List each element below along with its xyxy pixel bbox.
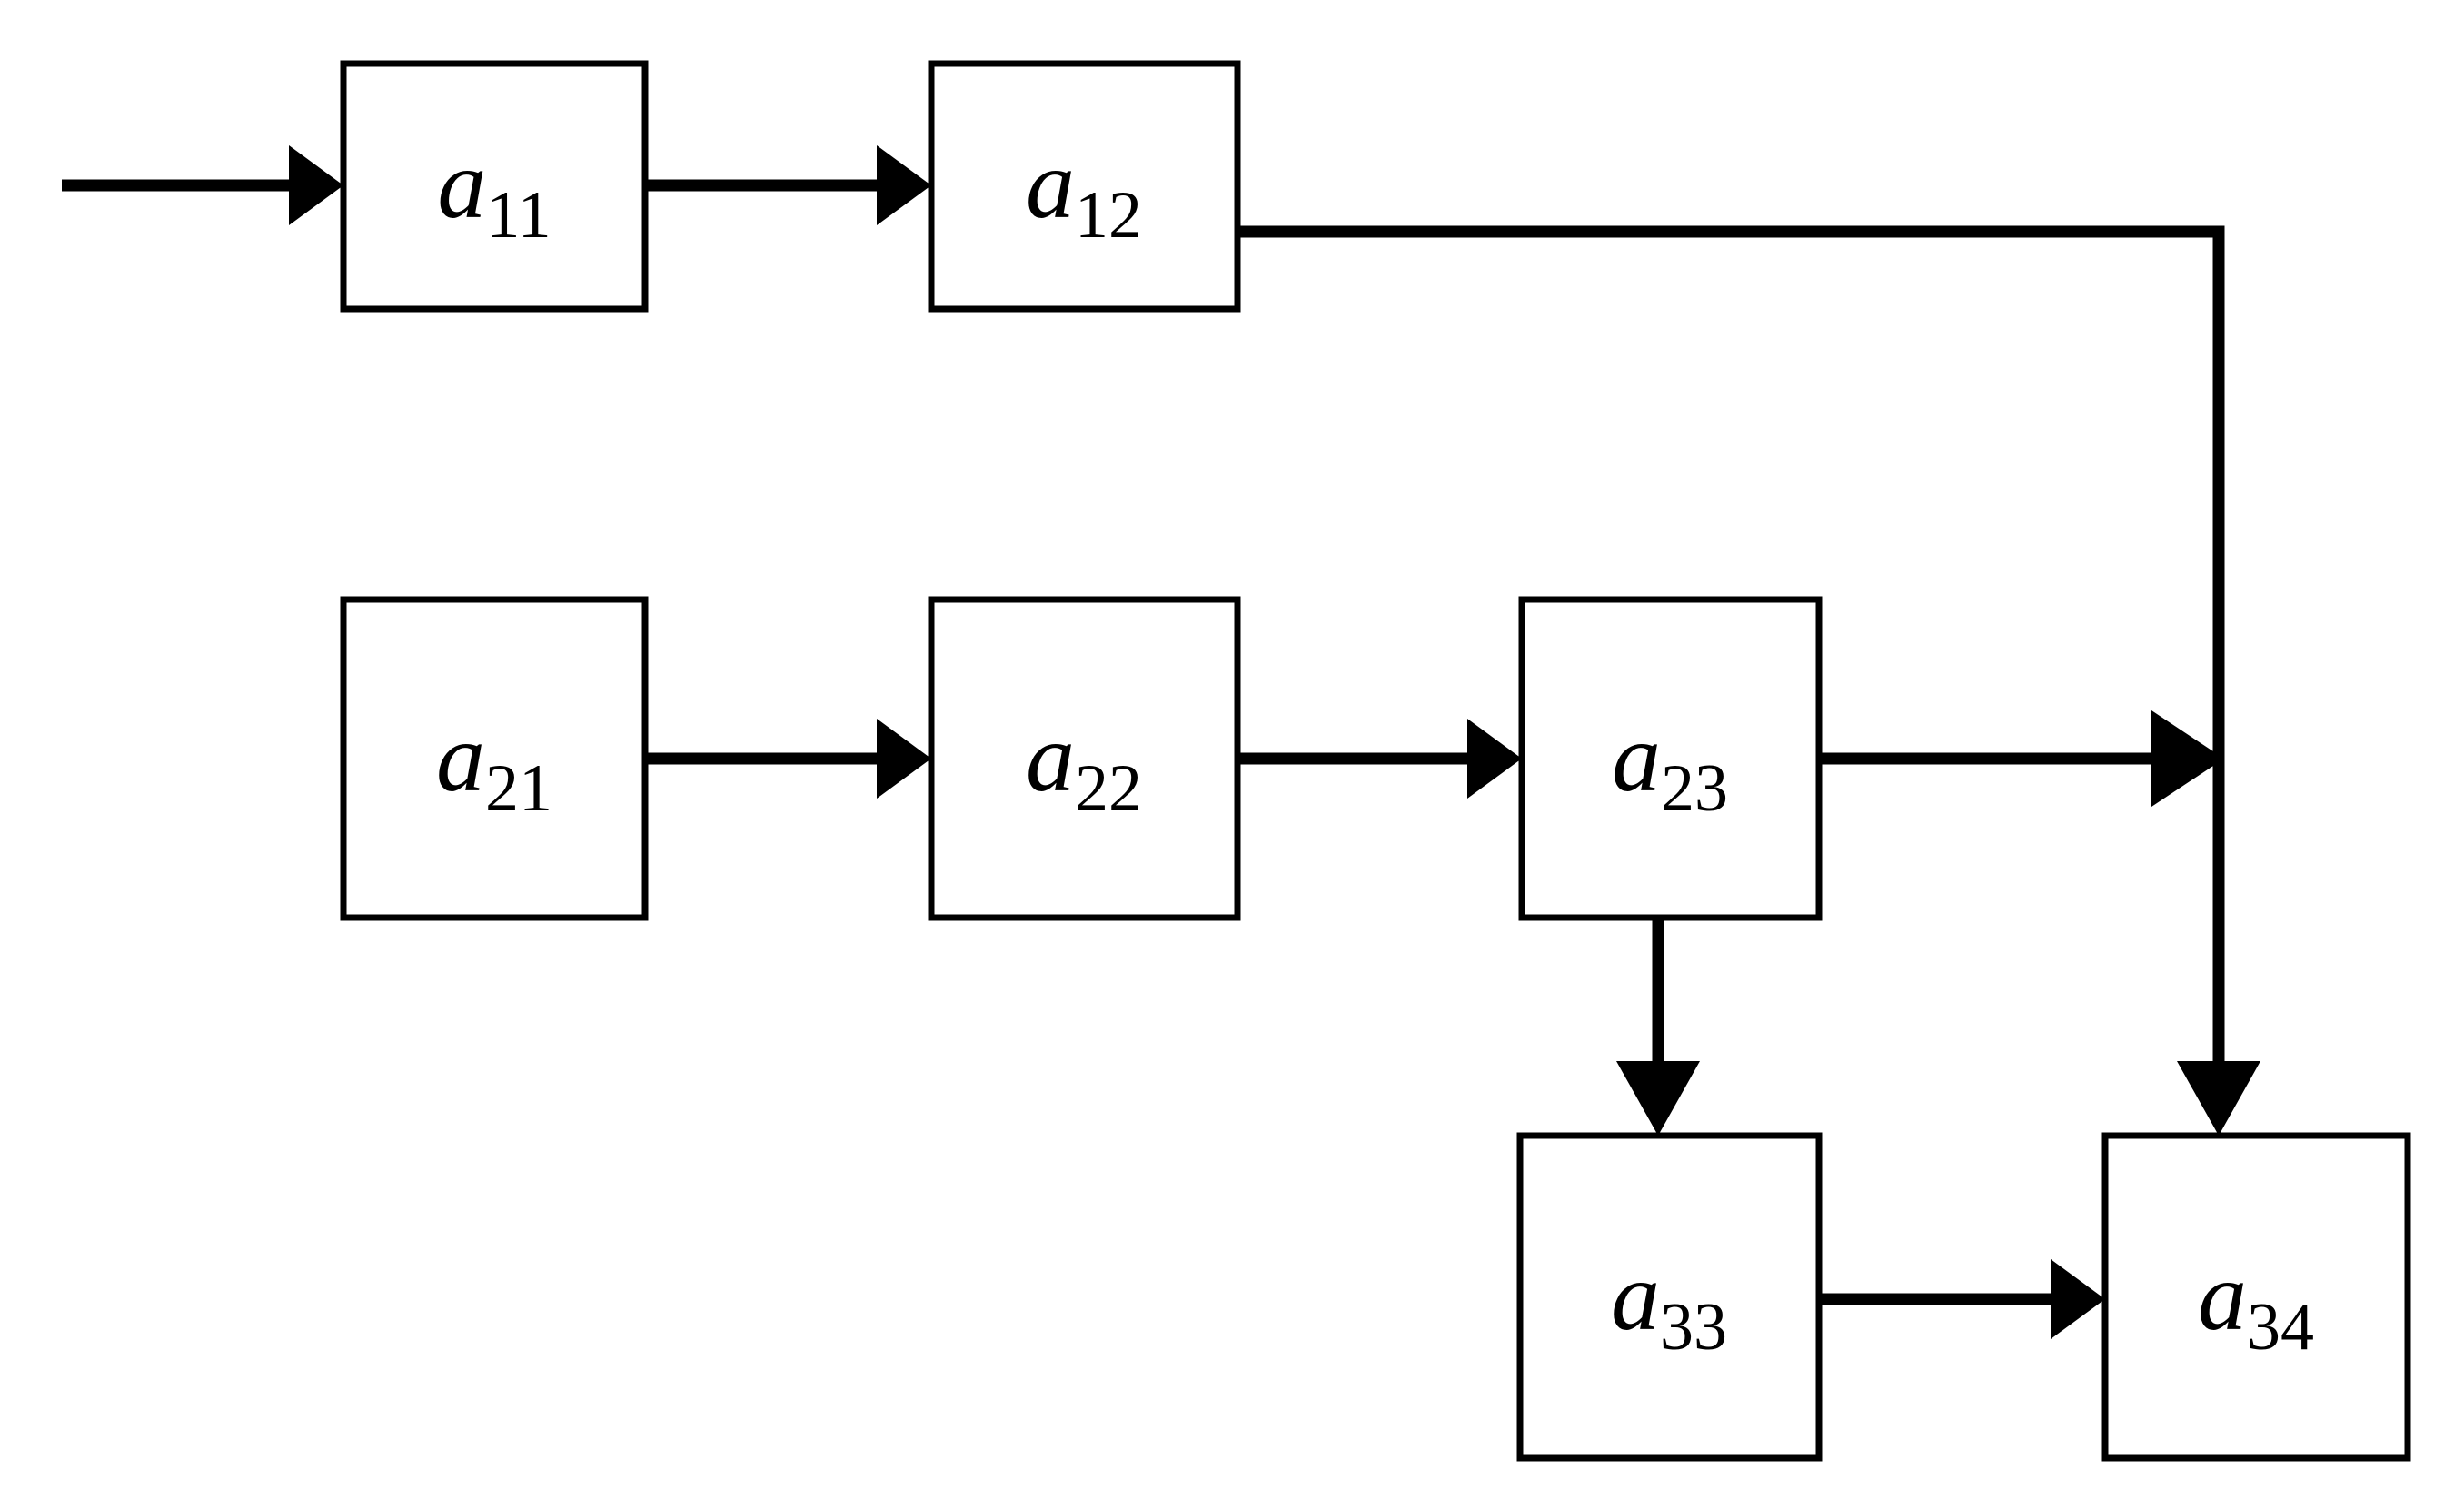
node-a22[interactable]: a22 (928, 596, 1241, 921)
edge-a21-a22-arrowhead-icon (877, 719, 931, 799)
node-a33-box[interactable] (1516, 1132, 1823, 1462)
edge-a33-a34 (1819, 1259, 2105, 1339)
node-a12-box[interactable] (928, 60, 1241, 313)
node-a22-label: a22 (1026, 704, 1142, 826)
node-a34-label: a34 (2198, 1243, 2314, 1365)
node-a12[interactable]: a12 (928, 60, 1241, 313)
edge-a11-a12 (645, 145, 931, 225)
node-a12-label: a12 (1026, 131, 1142, 253)
node-a21-box[interactable] (340, 596, 649, 921)
node-a34[interactable]: a34 (2101, 1132, 2411, 1462)
edge-a23-junction-arrowhead-icon (2151, 710, 2224, 807)
node-a21-label: a21 (436, 704, 552, 826)
edge-a23-junction (1819, 710, 2224, 807)
node-a11-box[interactable] (340, 60, 649, 313)
edge-a23-a33-arrowhead-icon (1616, 1061, 1700, 1136)
edge-a12-a34-arrowhead-icon (2177, 1061, 2260, 1136)
edge-a12-a34 (1237, 225, 2260, 1136)
edge-a22-a23-arrowhead-icon (1467, 719, 1522, 799)
edge-a11-a12-arrowhead-icon (877, 145, 931, 225)
edge-a21-a22 (645, 719, 931, 799)
node-a11-label: a11 (437, 131, 551, 253)
edge-input-a11 (62, 145, 343, 225)
edge-a12-a34-elbow-path (1237, 225, 2225, 1072)
node-a11[interactable]: a11 (340, 60, 649, 313)
edge-a23-a33 (1616, 918, 1700, 1136)
node-a33-label: a33 (1611, 1243, 1727, 1365)
node-a23-box[interactable] (1518, 596, 1823, 921)
edge-a33-a34-arrowhead-icon (2051, 1259, 2105, 1339)
node-a23[interactable]: a23 (1518, 596, 1823, 921)
node-a23-label: a23 (1612, 704, 1728, 826)
edge-a22-a23 (1237, 719, 1522, 799)
node-a22-box[interactable] (928, 596, 1241, 921)
edge-input-a11-arrowhead-icon (289, 145, 343, 225)
node-a21[interactable]: a21 (340, 596, 649, 921)
node-a33[interactable]: a33 (1516, 1132, 1823, 1462)
node-a34-box[interactable] (2101, 1132, 2411, 1462)
